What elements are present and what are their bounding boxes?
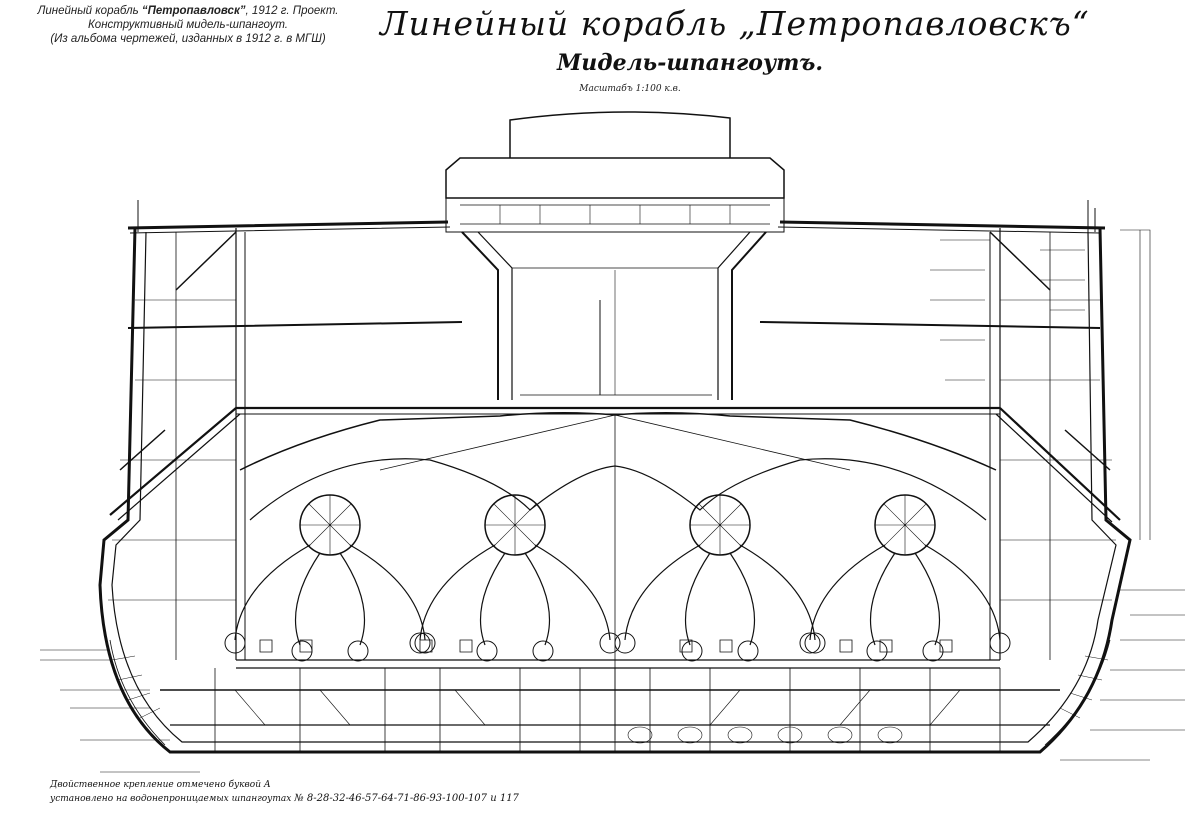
deck-fittings	[137, 200, 1151, 540]
boiler	[409, 494, 621, 662]
scale-note: Масштабъ 1:100 к.в.	[579, 84, 681, 94]
double-bottom	[109, 639, 1111, 752]
caption-prefix: Линейный корабль	[37, 5, 142, 17]
funnel-casing	[445, 111, 785, 400]
boiler	[224, 494, 436, 662]
annotation-hairlines	[40, 239, 1185, 773]
bottom-note-line-1: Двойственное крепление отмечено буквой А	[50, 780, 271, 790]
caption-line-3: (Из альбома чертежей, изданных в 1912 г.…	[50, 33, 326, 45]
caption-ship-name: “Петропавловск”	[141, 5, 246, 17]
caption-line-2: Конструктивный мидель-шпангоут.	[88, 19, 288, 31]
hull-outline	[98, 220, 1132, 754]
figure-caption: Линейный корабль “Петропавловск”, 1912 г…	[28, 4, 348, 46]
caption-suffix: , 1912 г. Проект.	[245, 5, 339, 17]
boiler-foundations	[236, 639, 1000, 669]
boiler	[799, 494, 1011, 662]
drawing-title: Линейный корабль „Петропавловскъ“	[380, 4, 1090, 43]
bottom-note-frames: № 8-28-32-46-57-64-71-86-93-100-107 и 11…	[294, 793, 519, 804]
bottom-note-text: установлено на водонепроницаемых шпангоу…	[50, 794, 292, 804]
bottom-note: Двойственное крепление отмечено буквой А…	[50, 779, 519, 806]
drawing-subtitle: Мидель-шпангоутъ.	[556, 50, 824, 76]
bottom-note-line-2: установлено на водонепроницаемых шпангоу…	[50, 792, 519, 806]
caption-line-1: Линейный корабль “Петропавловск”, 1912 г…	[28, 4, 348, 18]
boiler	[614, 494, 826, 662]
boilers	[224, 494, 1011, 662]
